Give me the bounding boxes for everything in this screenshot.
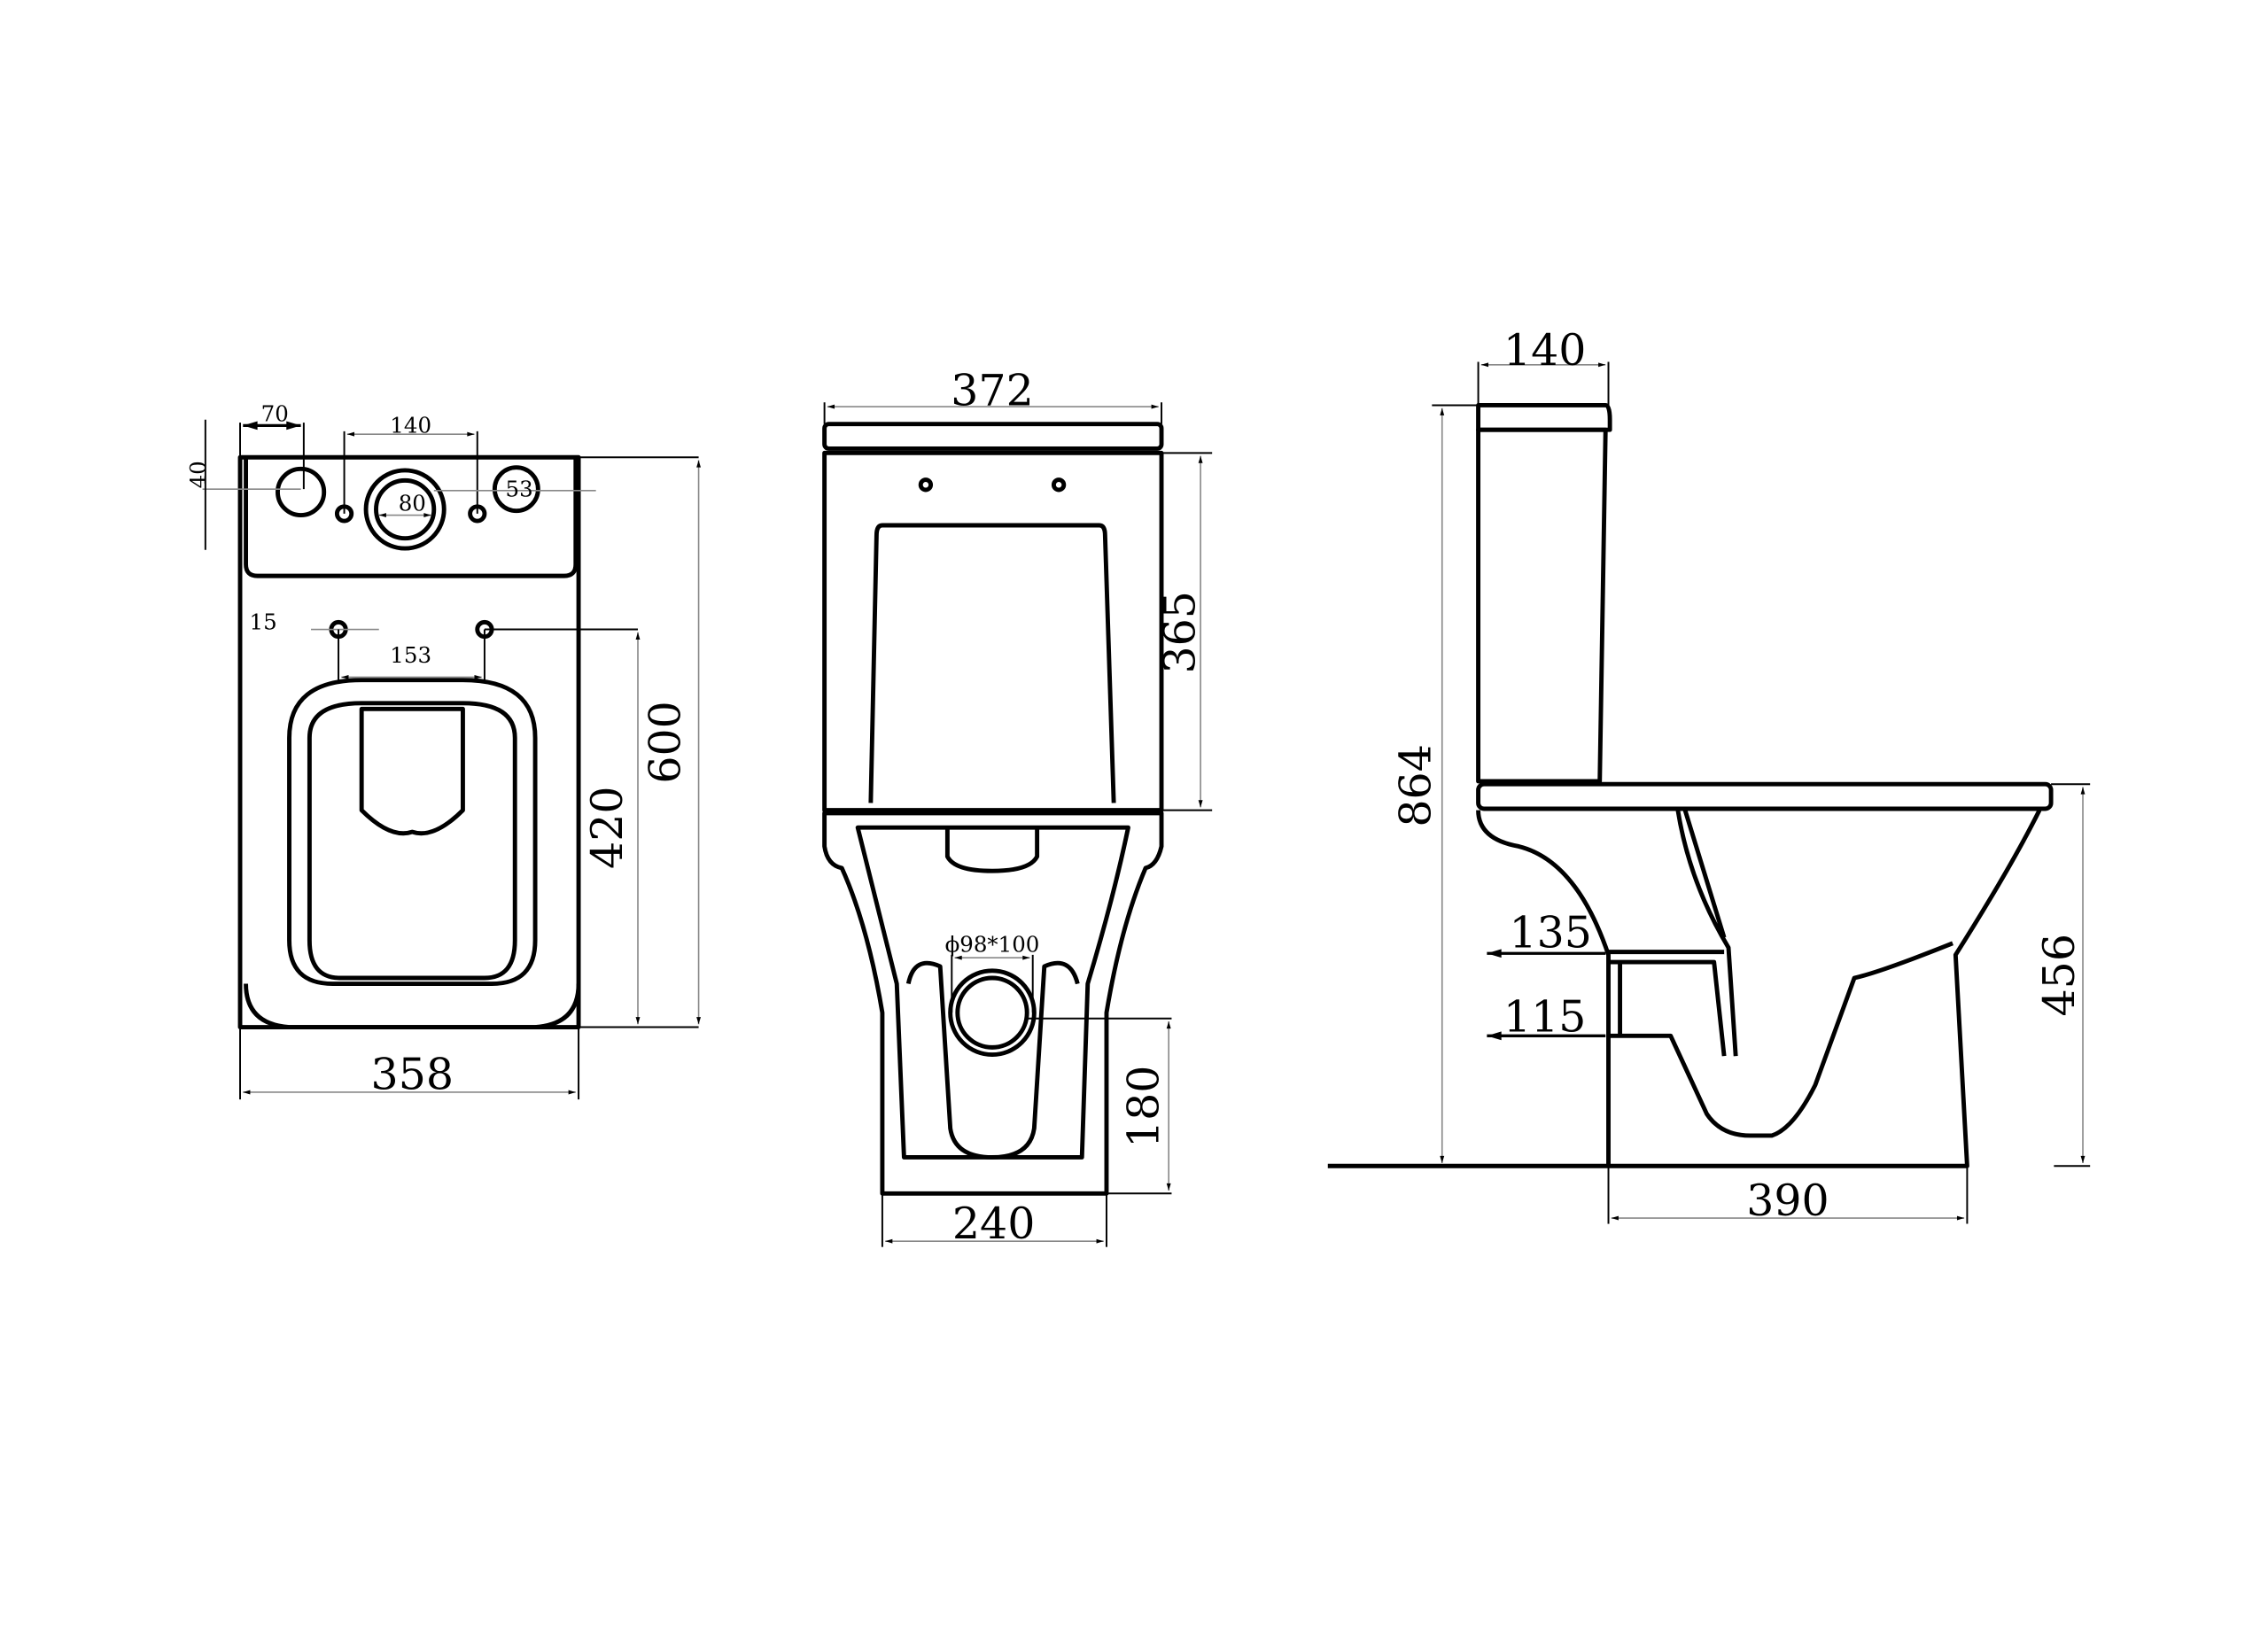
dim-140: 140 [390,412,431,438]
hole-right [492,465,540,514]
dim-115: 115 [1503,991,1586,1042]
dim-15: 15 [250,609,277,635]
tank-top [244,457,579,578]
dim-390: 390 [1746,1176,1829,1226]
dim-53: 53 [506,476,533,501]
seat [287,678,538,986]
bowl-front [244,983,581,1029]
dim-70: 70 [261,400,289,426]
dim-140-side: 140 [1503,325,1586,376]
dim-864: 864 [1391,744,1441,826]
dim-40: 40 [185,461,211,488]
top-view: 70 40 140 80 53 15 153 420 600 358 [185,400,702,1100]
dim-135: 135 [1509,908,1591,958]
dim-372: 372 [951,365,1033,415]
bowl-side [1476,809,2042,1168]
dim-240: 240 [952,1199,1035,1249]
tank-lid [822,422,1164,451]
dim-80: 80 [399,491,426,516]
hole-left [276,466,327,518]
dim-180: 180 [1119,1066,1169,1148]
dim-outlet: ϕ98*100 [945,932,1040,958]
dim-365: 365 [1155,591,1206,673]
front-view: 372 365 ϕ98*100 180 240 [822,365,1213,1249]
dim-420: 420 [582,786,633,868]
side-view: 140 864 135 115 456 390 [1327,325,2091,1226]
dim-456: 456 [2034,934,2085,1016]
seat-side [1476,781,2054,811]
dim-600: 600 [640,701,690,783]
flush-button [363,468,447,551]
dim-153: 153 [390,642,431,668]
lid-recess [359,706,465,836]
dim-358: 358 [371,1050,454,1100]
tank-lid-side [1476,403,1612,432]
outlet [948,968,1037,1057]
tank-side [1476,427,1608,784]
